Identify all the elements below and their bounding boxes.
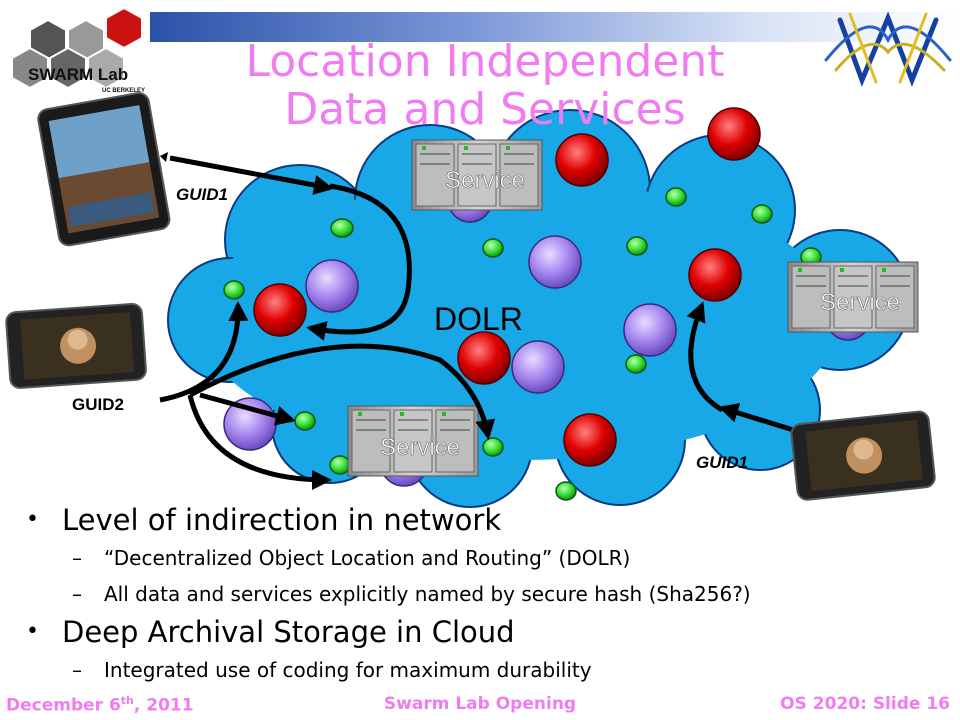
service-server-right: Service (787, 261, 919, 333)
slide-title: Location Independent Data and Services (160, 38, 810, 134)
guid-label-1: GUID1 (176, 185, 228, 204)
bullet-list: Level of indirection in network “Decentr… (22, 500, 952, 688)
sub-bullet-1-2: All data and services explicitly named b… (22, 576, 952, 612)
phone-device-right-icon (790, 410, 936, 501)
bullet-2: Deep Archival Storage in Cloud (22, 612, 952, 652)
routing-arrows (159, 155, 801, 490)
logo-subtext: UC BERKELEY (102, 88, 145, 94)
logo-text: SWARM Lab (28, 65, 128, 84)
service-label: Service (380, 434, 460, 461)
cloud-label: DOLR (434, 301, 523, 337)
service-label: Service (820, 289, 900, 316)
service-server-bottom: Service (347, 405, 479, 477)
service-server-top: Service (411, 139, 543, 211)
tablet-device-icon (37, 92, 171, 247)
service-label: Service (445, 167, 525, 194)
header-gradient-bar (150, 12, 960, 42)
sub-bullet-1-1: “Decentralized Object Location and Routi… (22, 540, 952, 576)
bullet-1: Level of indirection in network (22, 500, 952, 540)
swarm-lab-logo: SWARM Lab UC BERKELEY (11, 6, 145, 94)
red-nodes (253, 107, 761, 467)
title-line-2: Data and Services (284, 84, 686, 135)
sub-bullet-2-1: Integrated use of coding for maximum dur… (22, 652, 952, 688)
footer-slide-number: OS 2020: Slide 16 (780, 694, 950, 714)
bridge-logo-icon (824, 11, 952, 87)
title-line-1: Location Independent (245, 36, 725, 87)
guid-label-2: GUID2 (72, 395, 124, 414)
footer-date: December 6th, 2011 (6, 694, 194, 716)
guid-label-3: GUID1 (696, 453, 748, 472)
phone-device-left-icon (5, 302, 147, 389)
green-nodes (223, 187, 822, 501)
footer-center: Swarm Lab Opening (383, 694, 577, 714)
